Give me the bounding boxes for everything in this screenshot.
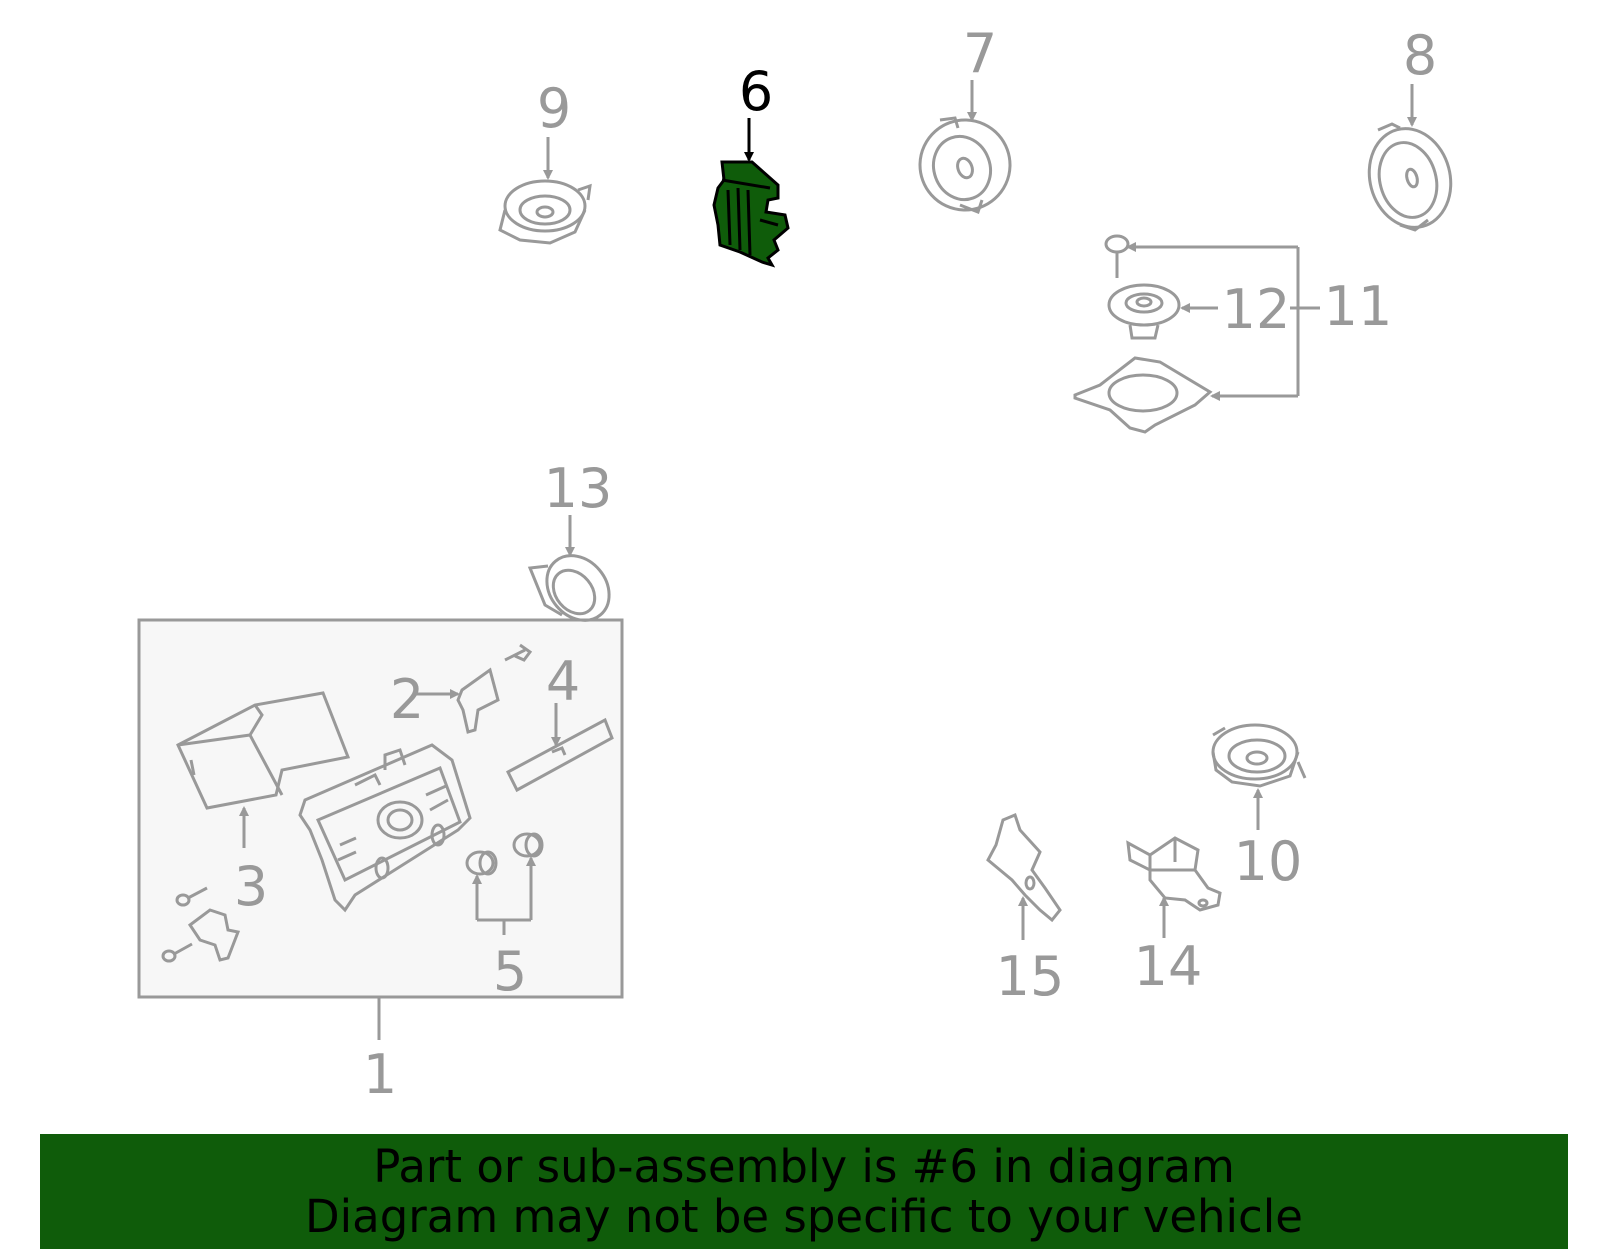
callout-12: 12 [1222, 278, 1291, 341]
mounting-bracket-screws [161, 886, 241, 963]
part-2-clip[interactable] [456, 643, 533, 734]
callout-8: 8 [1403, 24, 1437, 87]
callout-10: 10 [1234, 830, 1303, 893]
callout-1: 1 [363, 1043, 397, 1106]
callout-9: 9 [537, 77, 571, 140]
callout-2: 2 [390, 668, 424, 731]
callout-11: 11 [1324, 275, 1393, 338]
banner-line-2: Diagram may not be specific to your vehi… [305, 1190, 1303, 1243]
callout-7: 7 [963, 22, 997, 85]
callout-15: 15 [996, 945, 1065, 1008]
callout-13: 13 [544, 457, 613, 520]
part-6-highlighted[interactable] [712, 160, 790, 268]
callout-3: 3 [234, 855, 268, 918]
part-7-speaker[interactable] [907, 107, 1022, 222]
part-10-speaker[interactable] [1211, 723, 1307, 788]
callout-14: 14 [1134, 935, 1203, 998]
part-3-bracket[interactable] [176, 691, 351, 810]
part-4-trim-strip[interactable] [506, 717, 614, 793]
part-11-tweeter-kit[interactable] [1073, 234, 1213, 434]
part-14-module[interactable] [1126, 836, 1222, 912]
part-15-bracket[interactable] [986, 812, 1062, 923]
callout-5: 5 [493, 940, 527, 1003]
part-8-speaker[interactable] [1358, 119, 1461, 236]
radio-control-panel[interactable] [298, 743, 472, 913]
assembly-box-1 [137, 618, 624, 999]
banner-line-1: Part or sub-assembly is #6 in diagram [373, 1140, 1235, 1193]
part-9-speaker[interactable] [498, 179, 592, 245]
info-banner: Part or sub-assembly is #6 in diagram Di… [40, 1134, 1568, 1249]
part-13-speaker[interactable] [527, 543, 622, 633]
callout-6: 6 [739, 60, 773, 123]
callout-4: 4 [546, 650, 580, 713]
